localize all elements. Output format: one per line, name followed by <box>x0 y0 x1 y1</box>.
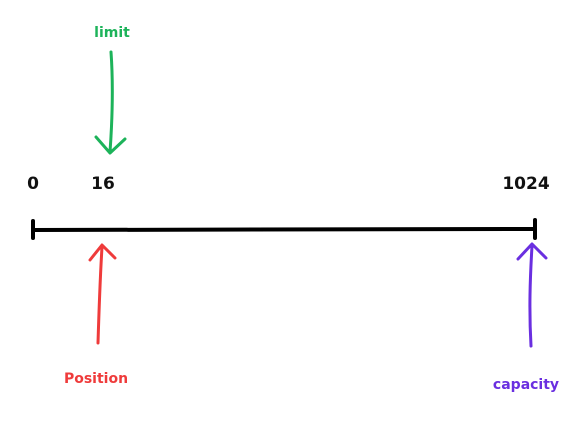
position-label: Position <box>64 371 128 387</box>
position-arrow-icon <box>88 243 117 345</box>
limit-label: limit <box>94 25 130 41</box>
capacity-label: capacity <box>493 377 559 393</box>
position-pointer: Position <box>64 243 128 387</box>
capacity-pointer: capacity <box>493 242 559 393</box>
tick-label-16: 16 <box>91 174 115 194</box>
limit-arrow-icon <box>94 50 127 155</box>
tick-label-0: 0 <box>27 174 39 194</box>
limit-pointer: limit <box>94 25 130 155</box>
number-line <box>31 218 537 240</box>
tick-label-1024: 1024 <box>502 174 549 194</box>
capacity-arrow-icon <box>516 242 548 348</box>
axis-line <box>31 227 537 232</box>
